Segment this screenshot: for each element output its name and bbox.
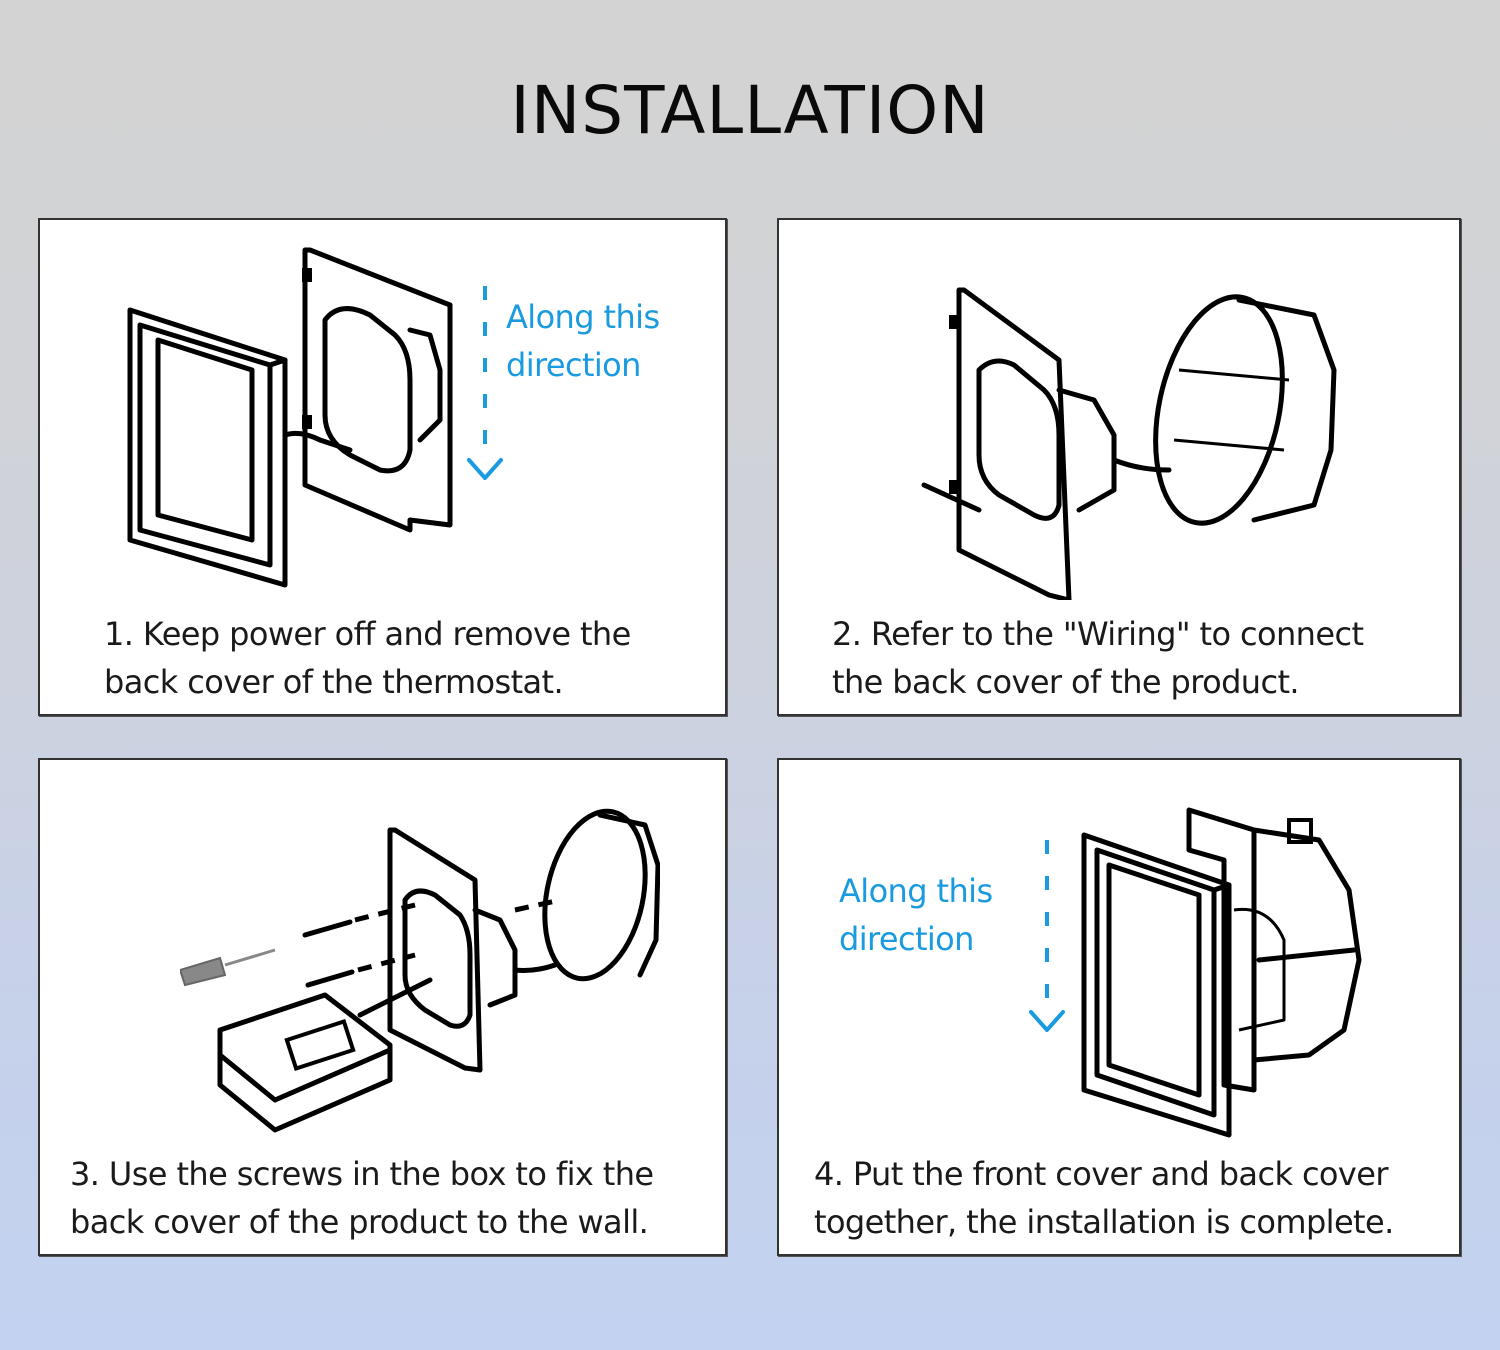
direction-arrow-icon [467, 286, 503, 480]
screwdriver-icon [180, 948, 276, 987]
assembly-complete-illustration [1081, 807, 1362, 1138]
thermostat-removal-illustration [127, 247, 453, 588]
direction-hint-line: direction [839, 920, 974, 958]
direction-hint-line: Along this [839, 872, 993, 910]
caption-line: back cover of the thermostat. [104, 663, 564, 701]
direction-hint: Along this direction [839, 867, 993, 963]
direction-hint-line: direction [506, 346, 641, 384]
wiring-illustration [921, 287, 1337, 600]
step-caption: 3. Use the screws in the box to fix the … [70, 1150, 654, 1246]
caption-line: 2. Refer to the "Wiring" to connect [832, 615, 1364, 653]
page-title: INSTALLATION [510, 72, 990, 149]
caption-line: the back cover of the product. [832, 663, 1300, 701]
caption-line: 3. Use the screws in the box to fix the [70, 1155, 654, 1193]
step-caption: 4. Put the front cover and back cover to… [814, 1150, 1394, 1246]
screw-mounting-illustration [180, 808, 660, 1133]
step-3-panel: 3. Use the screws in the box to fix the … [38, 758, 727, 1256]
direction-hint-line: Along this [506, 298, 660, 336]
step-1-panel: Along this direction 1. Keep power off a… [38, 218, 727, 716]
step-2-panel: 2. Refer to the "Wiring" to connect the … [777, 218, 1461, 716]
step-4-panel: Along this direction 4. Put the front co… [777, 758, 1461, 1256]
direction-hint: Along this direction [506, 293, 660, 389]
step-caption: 1. Keep power off and remove the back co… [104, 610, 631, 706]
caption-line: 1. Keep power off and remove the [104, 615, 631, 653]
caption-line: back cover of the product to the wall. [70, 1203, 649, 1241]
step-caption: 2. Refer to the "Wiring" to connect the … [832, 610, 1364, 706]
caption-line: together, the installation is complete. [814, 1203, 1394, 1241]
direction-arrow-icon [1029, 840, 1065, 1032]
caption-line: 4. Put the front cover and back cover [814, 1155, 1389, 1193]
